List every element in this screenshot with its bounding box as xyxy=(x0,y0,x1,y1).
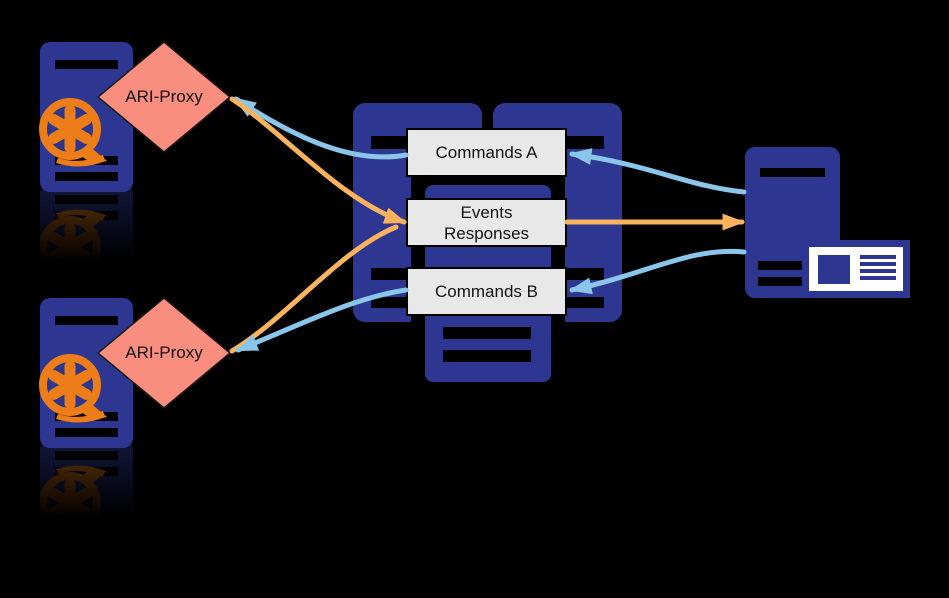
tower-vent xyxy=(758,277,811,286)
tower-vent xyxy=(758,261,811,270)
card-text-line xyxy=(860,269,896,273)
server-reflection xyxy=(39,440,185,590)
server-vent xyxy=(443,327,531,339)
events-label: Events xyxy=(460,202,513,222)
commands-a-queue: Commands A xyxy=(406,128,567,177)
diamond-shape xyxy=(96,297,232,409)
asterisk-server-top xyxy=(39,42,185,342)
server-tower-icon xyxy=(39,298,185,448)
commands-b-label: Commands B xyxy=(435,282,538,301)
asterisk-logo-icon xyxy=(39,354,107,423)
asterisk-server-bottom xyxy=(39,298,185,598)
card-photo xyxy=(818,255,850,284)
ari-proxy-label: ARI-Proxy xyxy=(125,343,203,362)
events-responses-queue: Events Responses xyxy=(406,198,567,247)
commands-a-label: Commands A xyxy=(435,143,538,162)
tower-vent xyxy=(55,563,118,572)
diamond-shape xyxy=(96,41,232,153)
commands-b-queue: Commands B xyxy=(406,267,567,316)
tower-vent xyxy=(55,172,118,181)
tower-vent xyxy=(55,451,118,460)
card-text-line xyxy=(860,255,896,259)
ari-proxy-label: ARI-Proxy xyxy=(125,87,203,106)
asterisk-logo-icon xyxy=(39,98,107,167)
asterisk-logo-reflection xyxy=(39,209,107,278)
tower-vent xyxy=(55,316,118,325)
tower-vent xyxy=(760,168,825,177)
ari-proxy-top: ARI-Proxy xyxy=(96,41,232,153)
card-text-line xyxy=(860,262,896,266)
tower-vent xyxy=(55,60,118,69)
id-card-icon xyxy=(802,240,910,298)
card-text-line xyxy=(860,276,896,280)
tower-vent xyxy=(55,195,118,204)
tower-vent xyxy=(55,428,118,437)
responses-label: Responses xyxy=(443,223,530,243)
server-tower-icon xyxy=(39,42,185,192)
server-vent xyxy=(443,350,531,362)
ari-proxy-bottom: ARI-Proxy xyxy=(96,297,232,409)
diagram-canvas: { "diagram": { "type": "architecture-dia… xyxy=(39,41,910,590)
server-reflection xyxy=(39,184,185,334)
